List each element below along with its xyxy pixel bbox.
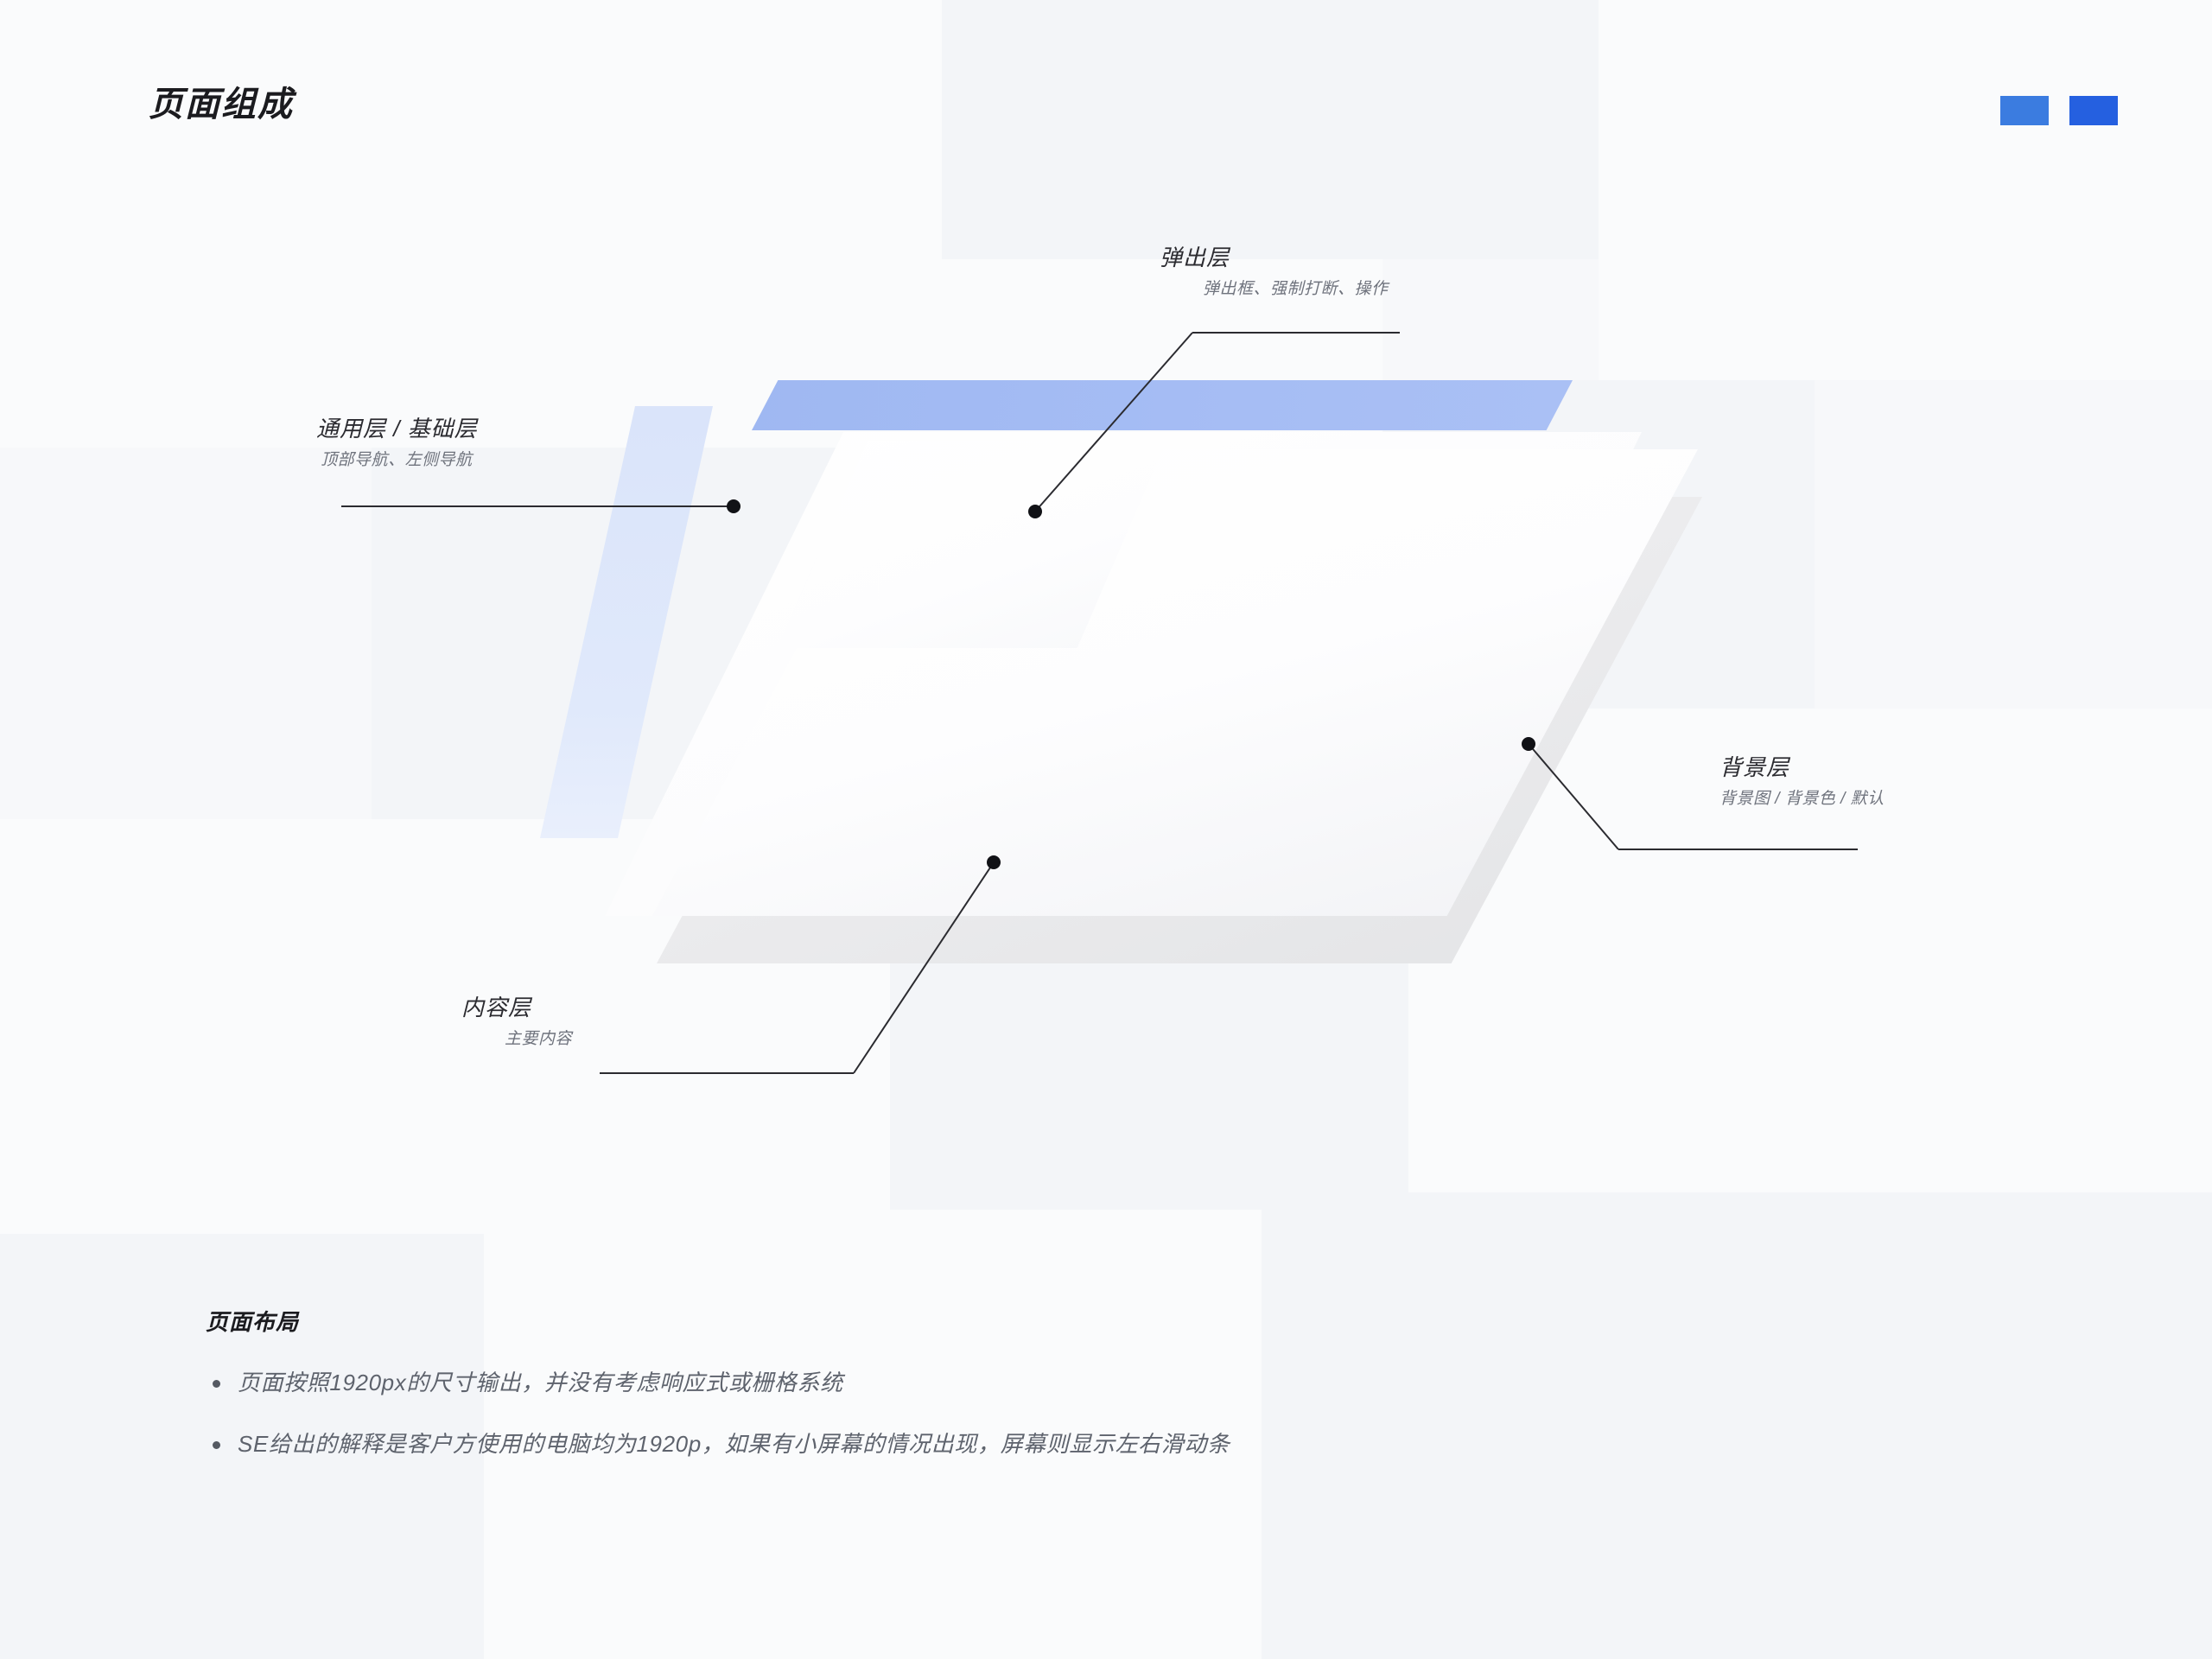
brand-block-light — [2000, 96, 2049, 125]
bg-texture-block — [0, 819, 890, 1234]
bg-texture-block — [942, 0, 1599, 259]
diagram-layer-base — [605, 432, 1642, 916]
note-item: SE给出的解释是客户方使用的电脑均为1920p，如果有小屏幕的情况出现，屏幕则显… — [206, 1427, 1934, 1461]
bg-texture-block — [0, 0, 942, 448]
callout-title: 内容层 — [461, 995, 532, 1020]
callout-base-layer: 通用层 / 基础层 顶部导航、左侧导航 — [316, 415, 478, 472]
diagram-layer-topbar — [752, 380, 1573, 430]
diagram-layer-sidebar — [540, 406, 713, 838]
callout-subtitle: 顶部导航、左侧导航 — [321, 450, 473, 469]
bg-texture-block — [890, 847, 1408, 1210]
brand-block-dark — [2069, 96, 2118, 125]
callout-subtitle: 主要内容 — [505, 1029, 573, 1048]
diagram-layer-popup — [778, 441, 1166, 648]
callout-background-layer: 背景层 背景图 / 背景色 / 默认 — [1719, 753, 1885, 810]
bullet-icon — [213, 1441, 220, 1449]
bg-texture-block — [1599, 0, 2212, 380]
leader-dot-content — [987, 855, 1001, 869]
callout-title: 弹出层 — [1160, 245, 1230, 270]
diagram-layer-content — [652, 449, 1698, 916]
bg-texture-block — [372, 448, 933, 819]
note-text: 页面按照1920px的尺寸输出，并没有考虑响应式或栅格系统 — [238, 1370, 843, 1395]
notes-section: 页面布局 页面按照1920px的尺寸输出，并没有考虑响应式或栅格系统 SE给出的… — [206, 1305, 1934, 1489]
callout-content-layer: 内容层 主要内容 — [461, 994, 572, 1051]
note-text: SE给出的解释是客户方使用的电脑均为1920p，如果有小屏幕的情况出现，屏幕则显… — [238, 1431, 1230, 1457]
leader-dot-base — [727, 499, 741, 513]
callout-subtitle: 背景图 / 背景色 / 默认 — [1719, 789, 1885, 808]
note-item: 页面按照1920px的尺寸输出，并没有考虑响应式或栅格系统 — [206, 1366, 1934, 1400]
notes-heading: 页面布局 — [206, 1309, 300, 1335]
page-title: 页面组成 — [149, 86, 294, 124]
callout-title: 背景层 — [1719, 754, 1790, 780]
callout-subtitle: 弹出框、强制打断、操作 — [1203, 279, 1389, 298]
bullet-icon — [213, 1380, 220, 1388]
leader-dot-popup — [1028, 505, 1042, 518]
diagram-layer-background — [657, 497, 1702, 963]
callout-title: 通用层 / 基础层 — [316, 416, 478, 442]
callout-popup-layer: 弹出层 弹出框、强制打断、操作 — [1160, 244, 1389, 301]
bg-texture-block — [1382, 380, 1815, 709]
layer-stack-diagram — [540, 380, 1702, 963]
leader-dot-background — [1522, 737, 1535, 751]
bg-texture-block — [933, 259, 1382, 709]
